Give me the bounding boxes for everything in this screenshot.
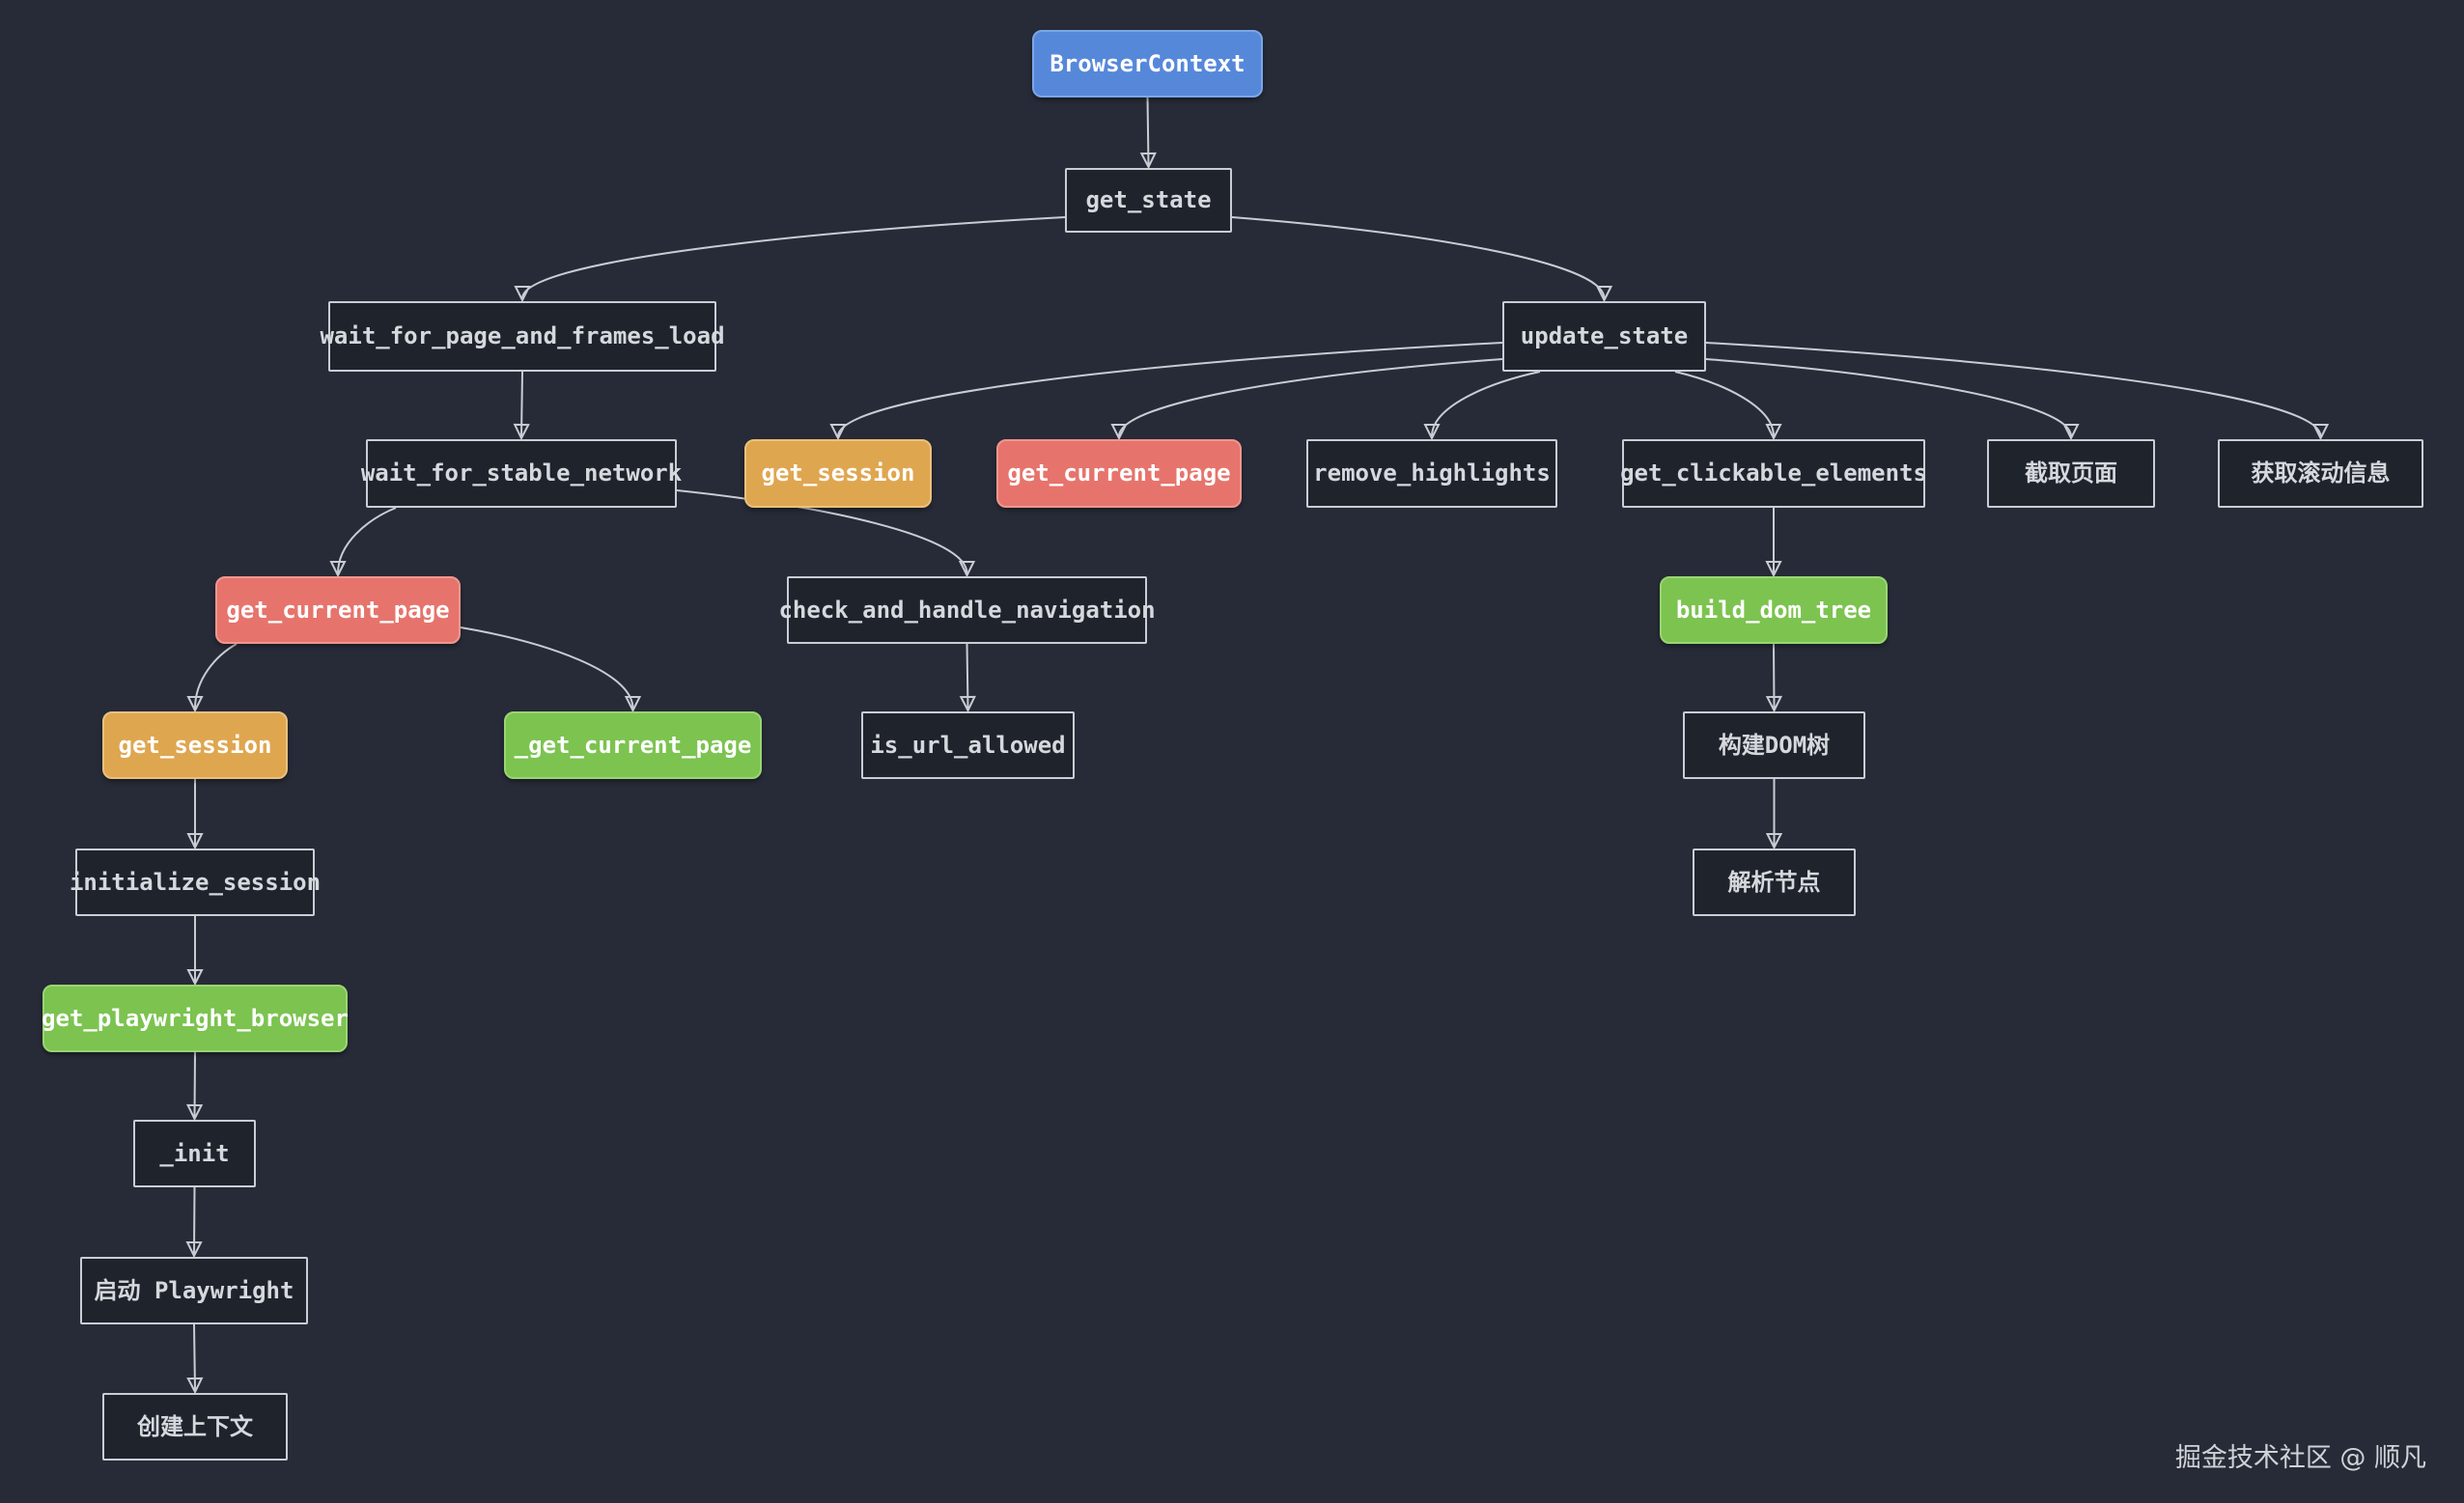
node-get-session-2: get_session bbox=[744, 439, 932, 508]
node-capture-page: 截取页面 bbox=[1987, 439, 2155, 508]
edge-update-state-to-get-session-2 bbox=[838, 342, 1503, 436]
node-initialize-session: initialize_session bbox=[70, 849, 321, 916]
node-wait-for-page-and-frames-load: wait_for_page_and_frames_load bbox=[320, 301, 725, 372]
node-get-clickable-elements: get_clickable_elements bbox=[1620, 439, 1927, 508]
node-get-state: get_state bbox=[1065, 168, 1232, 233]
node-init: _init bbox=[133, 1120, 256, 1187]
edge-browser-context-to-get-state bbox=[1148, 97, 1149, 165]
node-get-playwright-browser: get_playwright_browser bbox=[42, 985, 349, 1052]
node-remove-highlights: remove_highlights bbox=[1306, 439, 1557, 508]
node-get-scroll-info: 获取滚动信息 bbox=[2218, 439, 2423, 508]
node-build-dom-tree-cn: 构建DOM树 bbox=[1683, 711, 1865, 779]
edge-get-current-page-1-to-get-current-page-priv bbox=[460, 626, 633, 709]
edge-wait-for-page-and-frames-load-to-wait-for-stable-network bbox=[521, 371, 522, 436]
edge-update-state-to-remove-highlights bbox=[1432, 371, 1541, 436]
edge-get-state-to-wait-for-page-and-frames-load bbox=[522, 216, 1066, 298]
node-check-and-handle-navigation: check_and_handle_navigation bbox=[778, 576, 1156, 644]
edge-wait-for-stable-network-to-check-and-handle-navigation bbox=[676, 489, 967, 573]
node-start-playwright: 启动 Playwright bbox=[80, 1257, 308, 1324]
edge-wait-for-stable-network-to-get-current-page-1 bbox=[338, 507, 397, 573]
edge-update-state-to-get-clickable-elements bbox=[1674, 371, 1774, 436]
node-wait-for-stable-network: wait_for_stable_network bbox=[361, 439, 682, 508]
node-browser-context: BrowserContext bbox=[1032, 30, 1263, 97]
node-create-context: 创建上下文 bbox=[102, 1393, 288, 1461]
edge-check-and-handle-navigation-to-is-url-allowed bbox=[967, 643, 968, 709]
node-get-session-1: get_session bbox=[102, 711, 288, 779]
edge-update-state-to-get-scroll-info bbox=[1705, 342, 2321, 436]
node-get-current-page-priv: _get_current_page bbox=[504, 711, 762, 779]
node-get-current-page-2: get_current_page bbox=[996, 439, 1242, 508]
edge-build-dom-tree-to-build-dom-tree-cn bbox=[1774, 643, 1775, 709]
edge-get-state-to-update-state bbox=[1231, 216, 1605, 298]
edge-update-state-to-get-current-page-2 bbox=[1119, 358, 1503, 436]
edge-start-playwright-to-create-context bbox=[194, 1323, 195, 1390]
node-is-url-allowed: is_url_allowed bbox=[861, 711, 1075, 779]
edge-get-playwright-browser-to-init bbox=[195, 1051, 196, 1117]
edge-get-current-page-1-to-get-session-1 bbox=[195, 643, 238, 709]
node-build-dom-tree: build_dom_tree bbox=[1660, 576, 1888, 644]
node-parse-node: 解析节点 bbox=[1693, 849, 1856, 916]
edge-update-state-to-capture-page bbox=[1705, 358, 2071, 436]
edge-init-to-start-playwright bbox=[194, 1186, 195, 1254]
node-get-current-page-1: get_current_page bbox=[215, 576, 461, 644]
watermark: 掘金技术社区 @ 顺凡 bbox=[2174, 1443, 2426, 1473]
node-update-state: update_state bbox=[1502, 301, 1706, 372]
